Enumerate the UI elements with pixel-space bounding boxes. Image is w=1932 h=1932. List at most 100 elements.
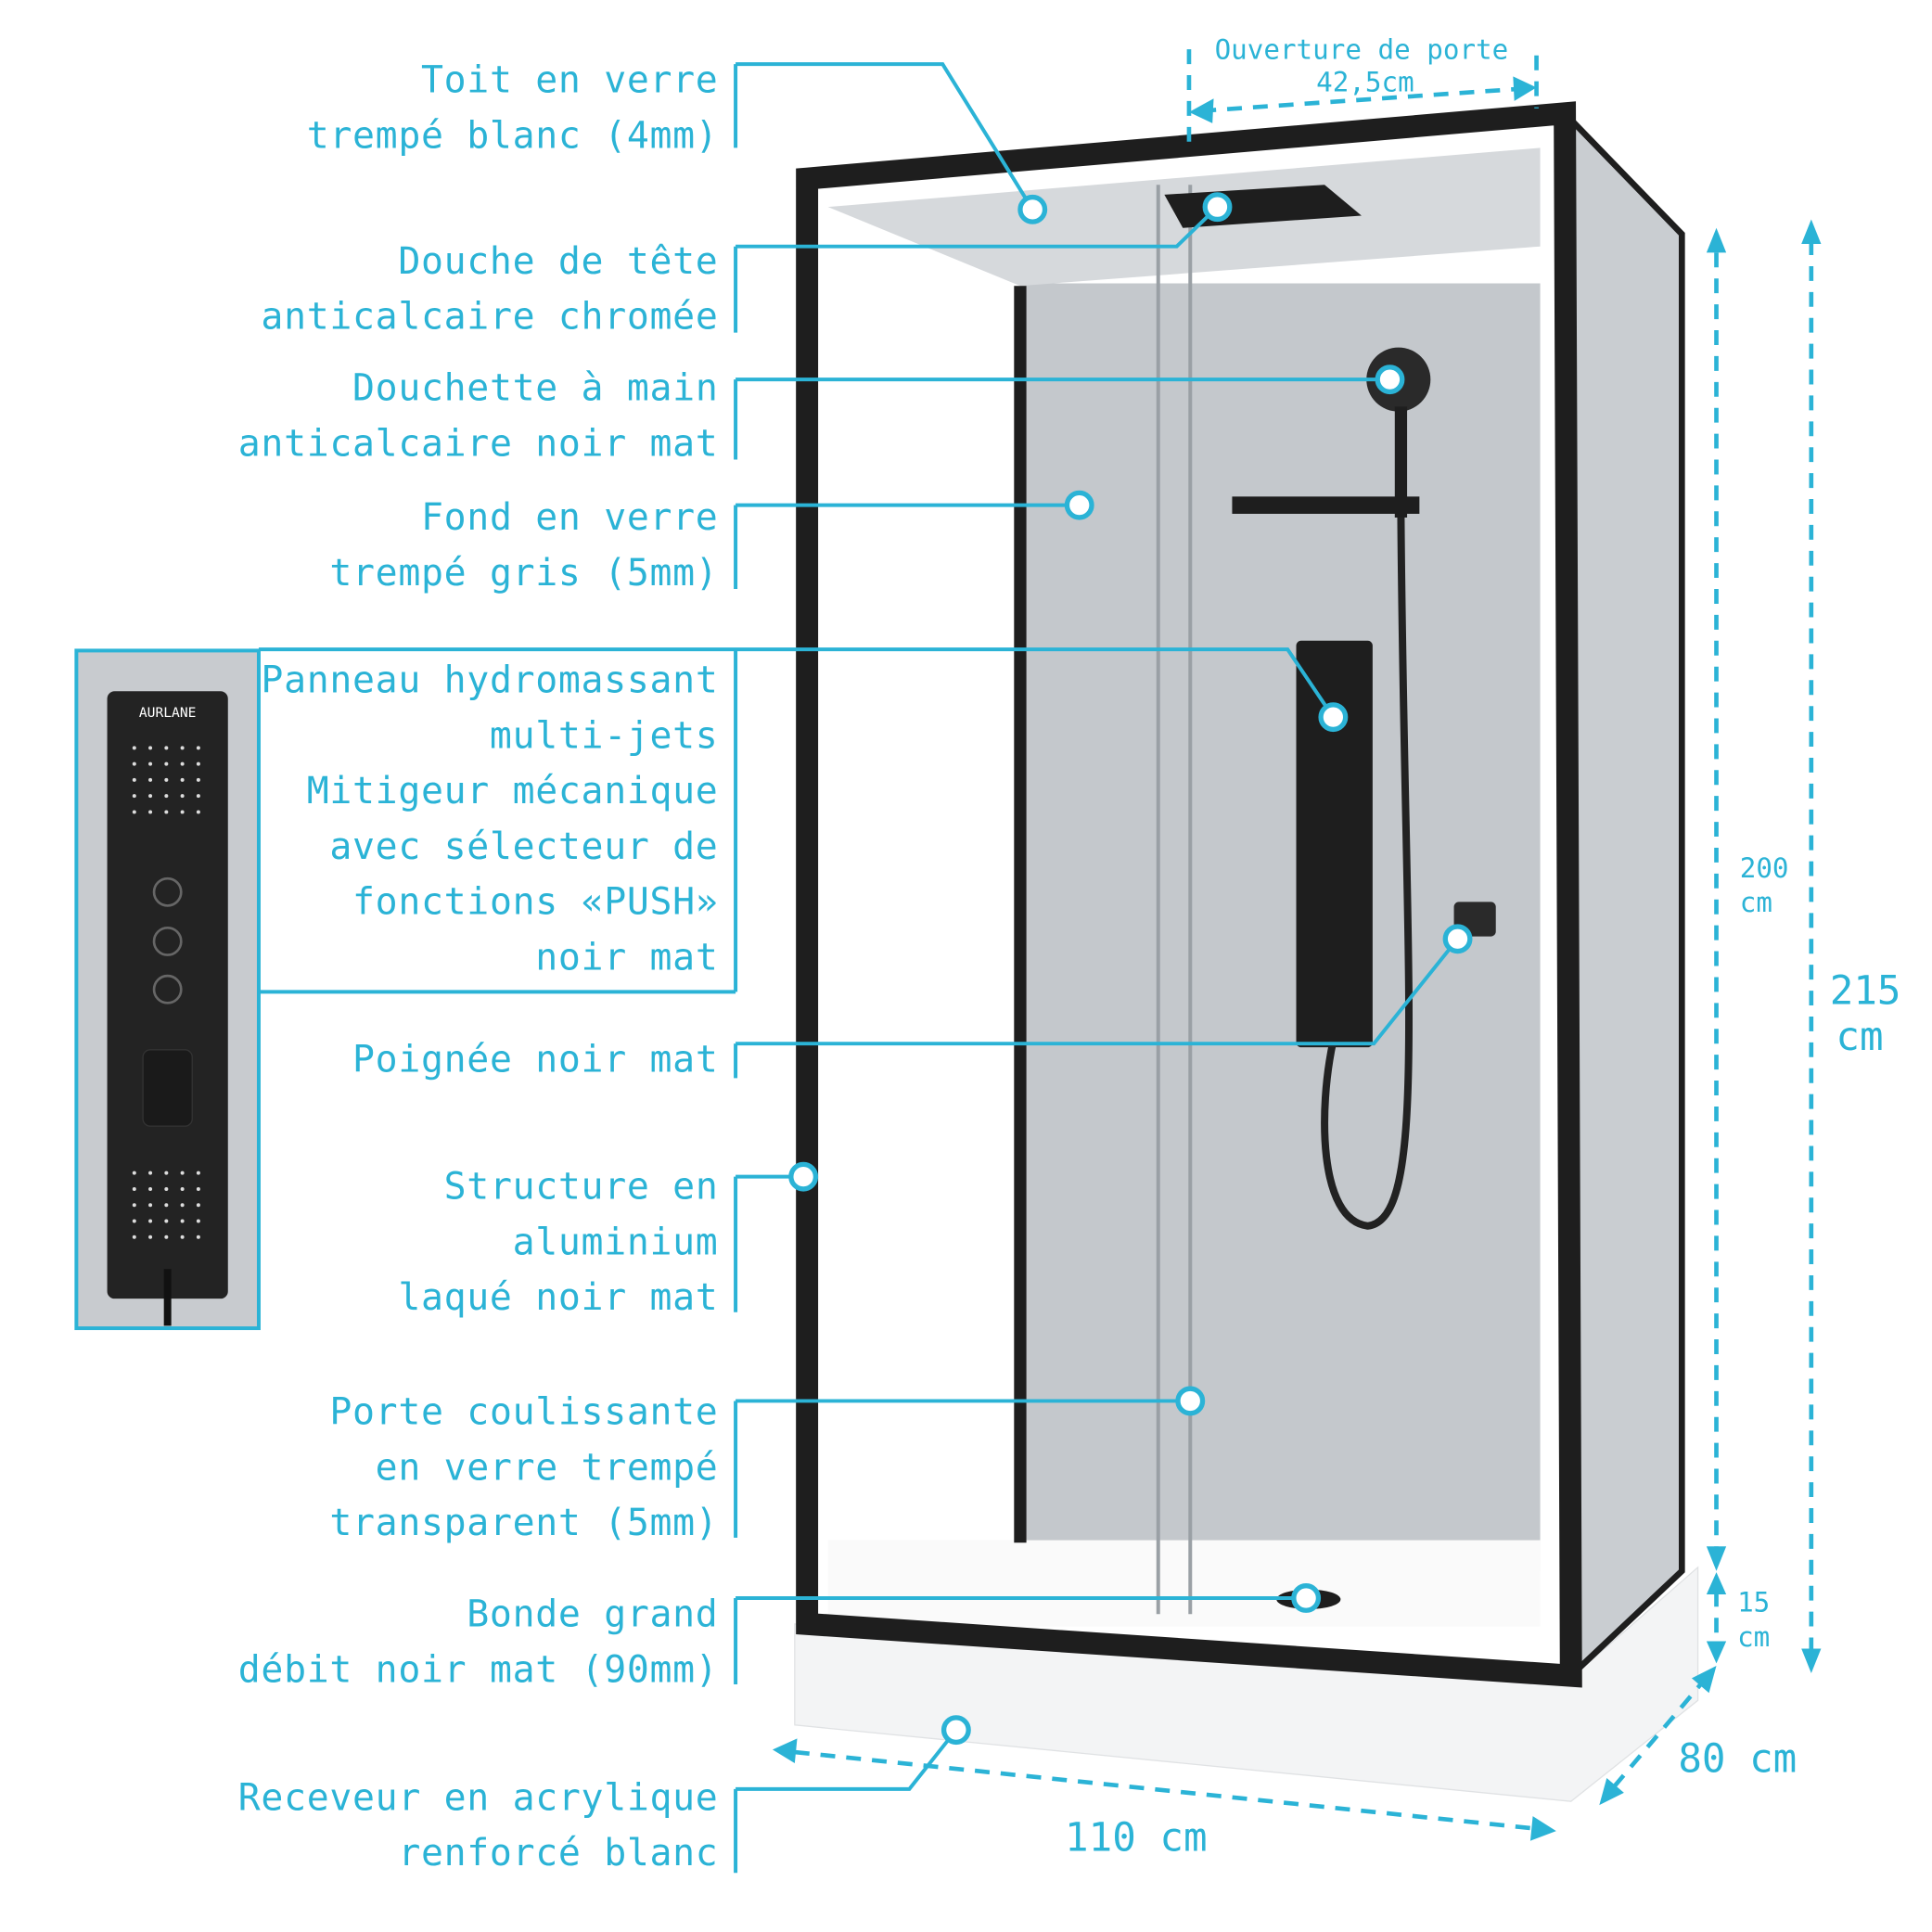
jet-dot (132, 1235, 136, 1239)
side-glass-panel (1561, 105, 1685, 1683)
label-toit-1: Toit en verre (421, 59, 718, 102)
label-structure-1: Structure en (444, 1166, 719, 1209)
label-panneau-2: multi-jets (490, 714, 719, 757)
jet-dot (196, 1171, 200, 1175)
height-total-value: 215 (1830, 969, 1901, 1015)
jet-nozzles (132, 746, 200, 1239)
jet-dot (148, 777, 153, 782)
jet-dot (148, 810, 153, 814)
jet-dot (196, 1219, 200, 1223)
jet-dot (196, 1186, 200, 1191)
jet-dot (132, 810, 136, 814)
label-porte-3: transparent (5mm) (329, 1502, 718, 1544)
label-panneau-1: Panneau hydromassant (261, 659, 718, 702)
jet-dot (148, 1186, 153, 1191)
width-label: 110 cm (1065, 1815, 1208, 1861)
tray-height-value: 15 (1737, 1587, 1770, 1619)
jet-dot (148, 1235, 153, 1239)
push-button-rain-icon (152, 876, 183, 907)
callout-lines (258, 62, 1460, 1874)
dot-douchette (1375, 365, 1405, 395)
jet-dot (132, 746, 136, 750)
dot-porte (1175, 1386, 1206, 1416)
label-structure-2: aluminium (513, 1221, 719, 1263)
jet-dot (148, 794, 153, 799)
jet-dot (180, 794, 185, 799)
jet-dot (164, 810, 169, 814)
dot-toit (1017, 194, 1048, 224)
jet-dot (164, 777, 169, 782)
jet-dot (132, 1186, 136, 1191)
jet-dot (164, 1171, 169, 1175)
label-bonde-1: Bonde grand (467, 1593, 718, 1636)
shelf (1232, 496, 1420, 514)
label-douche-tete-2: anticalcaire chromée (261, 296, 718, 339)
jet-dot (132, 1171, 136, 1175)
shower-cabin-illustration (794, 101, 1699, 1802)
jet-dot (148, 746, 153, 750)
dot-panneau (1318, 702, 1349, 733)
front-frame (796, 101, 1582, 1688)
dot-receveur (940, 1715, 971, 1746)
label-receveur-1: Receveur en acrylique (238, 1776, 719, 1819)
jet-dot (196, 810, 200, 814)
depth-label: 80 cm (1678, 1736, 1797, 1782)
height-inner-unit: cm (1740, 887, 1772, 918)
jet-dot (164, 1235, 169, 1239)
jet-dot (180, 761, 185, 766)
label-panneau-5: fonctions «PUSH» (352, 881, 718, 924)
arrow-left (1188, 98, 1214, 123)
jet-dot (180, 777, 185, 782)
jet-dot (180, 1186, 185, 1191)
jet-dot (148, 1203, 153, 1208)
dimension-lines: Ouverture de porte 42,5cm 200 cm 215 cm … (772, 34, 1901, 1861)
label-porte-2: en verre trempé (376, 1446, 719, 1489)
jet-dot (180, 1235, 185, 1239)
push-button-jets-icon (152, 974, 183, 1004)
label-receveur-2: renforcé blanc (398, 1832, 718, 1874)
label-structure-3: laqué noir mat (398, 1276, 718, 1319)
label-toit-2: trempé blanc (4mm) (307, 114, 719, 157)
door-opening-label: Ouverture de porte (1215, 34, 1509, 66)
label-douchette-1: Douchette à main (352, 367, 718, 410)
jet-dot (180, 1219, 185, 1223)
height-total-unit: cm (1836, 1015, 1883, 1060)
jet-dot (180, 1171, 185, 1175)
dot-structure (788, 1161, 819, 1192)
tray-height-unit: cm (1737, 1621, 1770, 1653)
arrow-right (1513, 76, 1537, 101)
label-fond-1: Fond en verre (421, 496, 718, 539)
label-panneau-4: avec sélecteur de (329, 825, 718, 868)
jet-dot (164, 746, 169, 750)
jet-dot (132, 1203, 136, 1208)
jet-dot (196, 746, 200, 750)
label-fond-2: trempé gris (5mm) (329, 552, 718, 595)
dot-bonde (1291, 1583, 1322, 1613)
back-glass-panel (1019, 283, 1541, 1571)
jet-dot (148, 761, 153, 766)
jet-dot (132, 1219, 136, 1223)
push-button-handshower-icon (152, 926, 183, 956)
jet-dot (164, 1203, 169, 1208)
jet-dot (132, 777, 136, 782)
inset-panel-body (107, 691, 228, 1299)
jet-dot (164, 761, 169, 766)
panel-inset: AURLANE (74, 648, 261, 1331)
dot-poignee (1442, 924, 1473, 954)
jet-dot (196, 1235, 200, 1239)
label-panneau-6: noir mat (535, 936, 718, 979)
label-douchette-2: anticalcaire noir mat (238, 423, 719, 466)
door-opening-value: 42,5cm (1316, 66, 1414, 97)
jet-dot (196, 794, 200, 799)
hydromassage-panel (1296, 640, 1373, 1048)
dot-douche-tete (1202, 192, 1233, 223)
jet-dot (148, 1171, 153, 1175)
dot-fond (1064, 490, 1094, 520)
jet-dot (148, 1219, 153, 1223)
label-panneau-3: Mitigeur mécanique (307, 770, 719, 812)
label-bonde-2: débit noir mat (90mm) (238, 1648, 719, 1691)
callout-dots (788, 192, 1473, 1746)
floor (827, 1540, 1541, 1627)
jet-dot (164, 794, 169, 799)
